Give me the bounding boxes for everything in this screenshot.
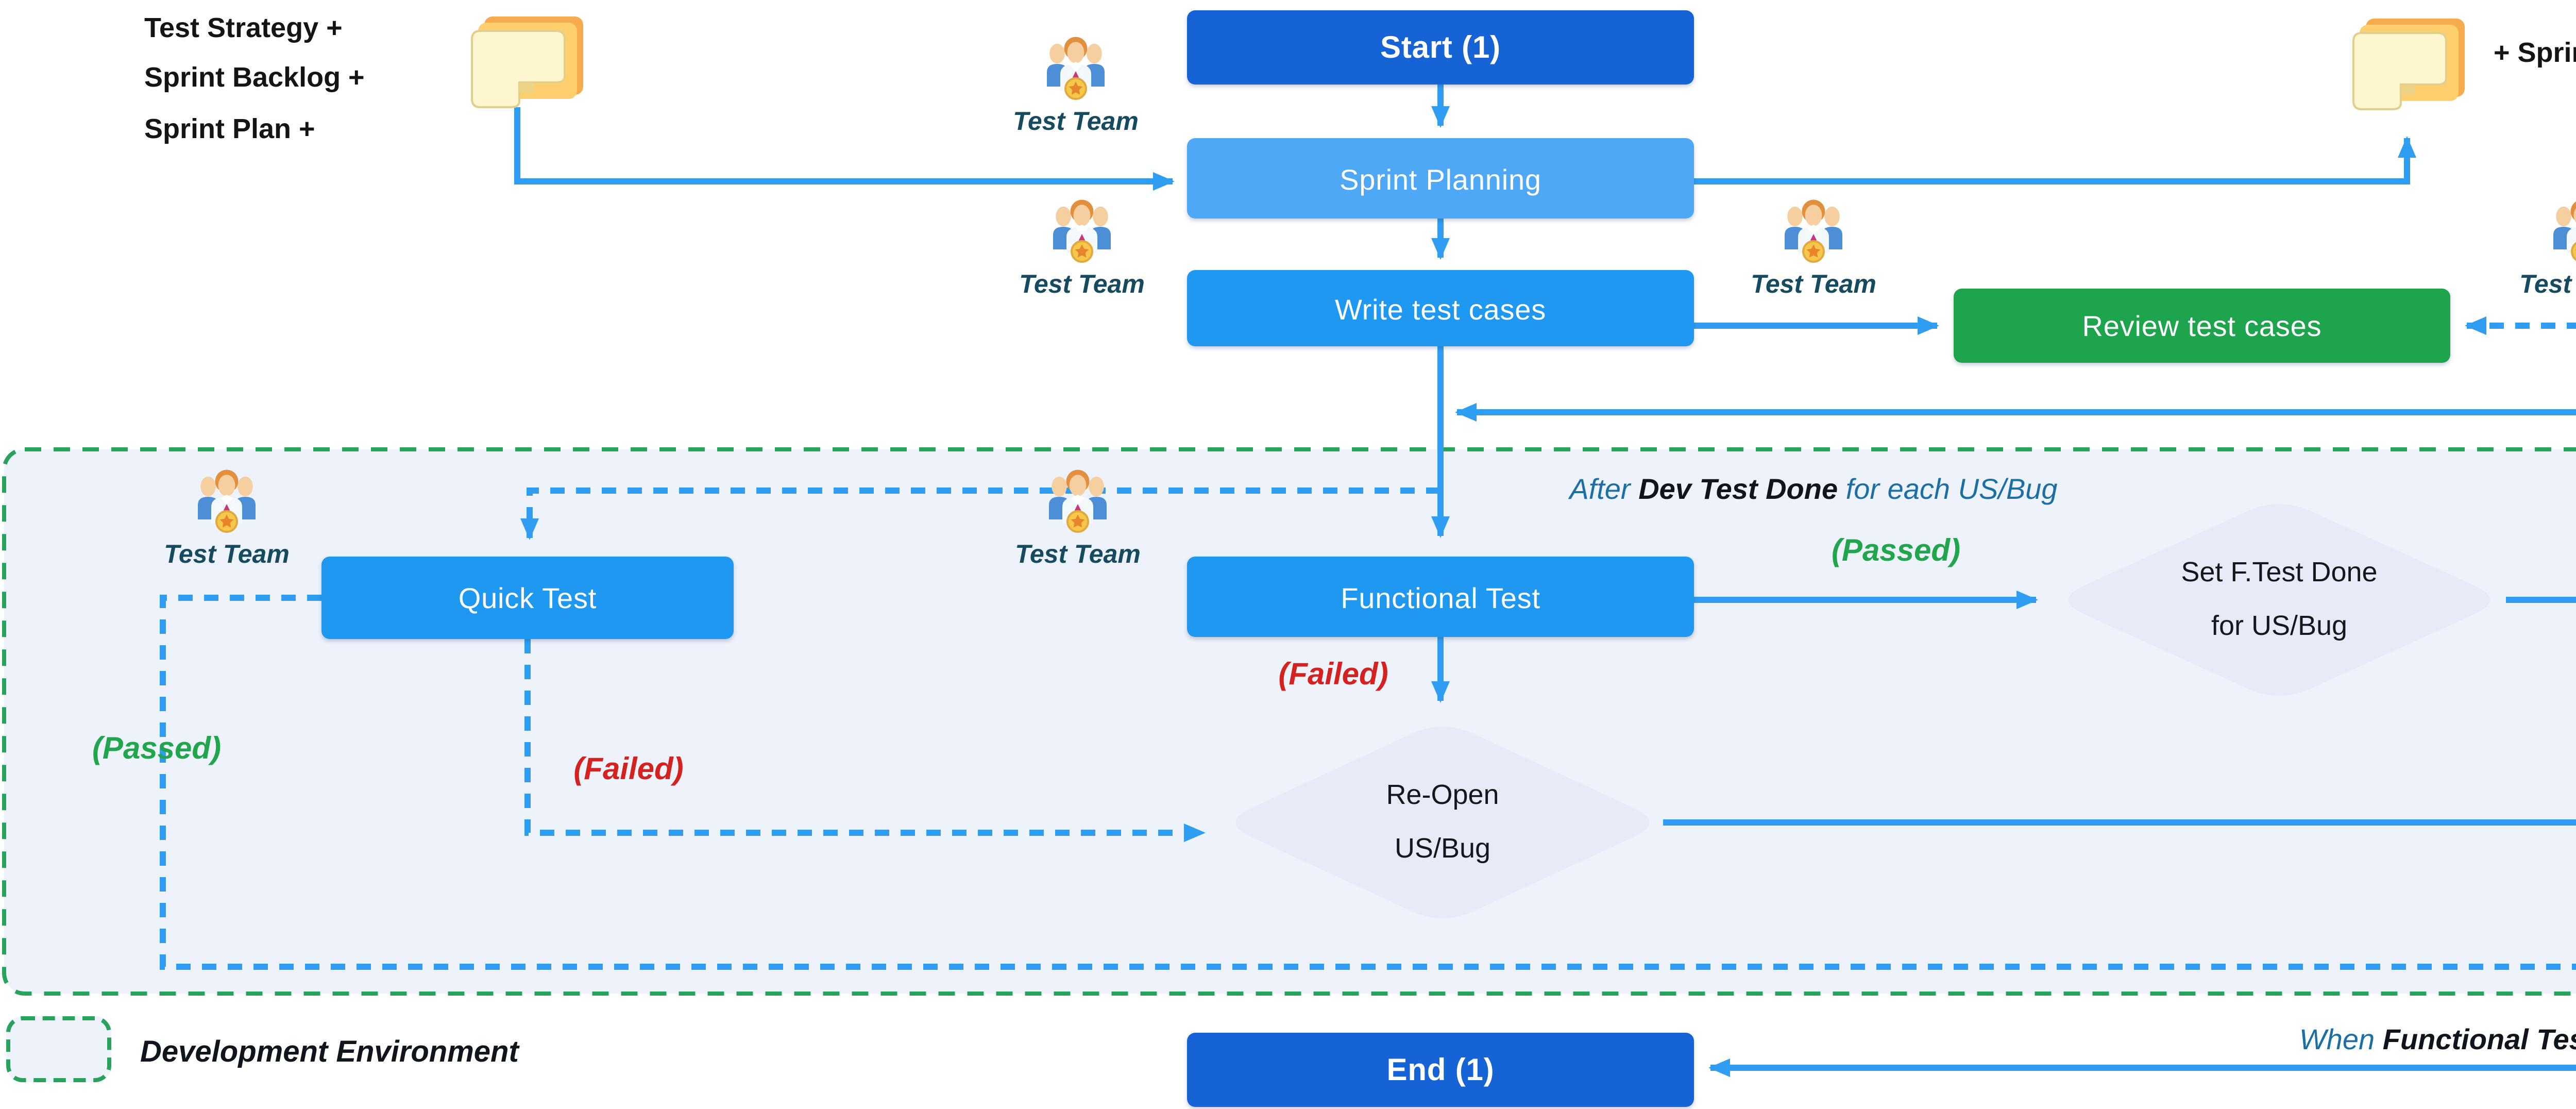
test-team-icon <box>1049 469 1107 533</box>
node-end-label: End (1) <box>1386 1052 1495 1087</box>
annotation-after-bold: Dev Test Done <box>1638 472 1838 505</box>
annotation-after-dev-test-done: After Dev Test Done for each US/Bug <box>1422 472 2205 505</box>
connector-gonext-to-end <box>1708 1058 2576 1077</box>
test-team-label: Test Team <box>1013 107 1139 136</box>
test-team-label: Test Team <box>1015 540 1141 569</box>
test-team-icon <box>1053 199 1111 263</box>
node-write-test-cases-label: Write test cases <box>1334 292 1547 325</box>
connector-quicktest-passed-dashed <box>160 595 2576 970</box>
connector-branch-to-quicktest-dashed <box>520 488 1440 540</box>
test-team-icon <box>1785 199 1842 263</box>
test-team-group: Test Team <box>969 196 1195 299</box>
node-reopen: Re-Open US/Bug <box>1216 769 1669 876</box>
connector-gonext-loop-to-functional <box>1455 403 2576 422</box>
test-team-label: Test Team <box>1751 270 1876 299</box>
development-environment-region <box>2 447 2576 996</box>
artifact-sprint-backlog: Sprint Backlog + <box>144 62 365 93</box>
node-set-ftest-done-line2: for US/Bug <box>2211 610 2348 641</box>
node-set-ftest-done-line1: Set F.Test Done <box>2181 557 2378 587</box>
node-end: End (1) <box>1187 1033 1694 1107</box>
node-reopen-line2: US/Bug <box>1394 833 1491 864</box>
node-reopen-line1: Re-Open <box>1386 779 1499 810</box>
test-team-group: Test Team <box>1700 196 1927 299</box>
node-functional-test: Functional Test <box>1187 557 1694 637</box>
connector-sprint-to-test-plan-note <box>1694 136 2416 184</box>
artifact-sprint-plan: Sprint Plan + <box>144 113 315 144</box>
node-quick-test-label: Quick Test <box>458 581 597 614</box>
node-functional-test-label: Functional Test <box>1341 580 1540 613</box>
sticky-note-icon <box>471 16 583 108</box>
verdict-passed-quicktest: (Passed) <box>92 732 222 767</box>
node-quick-test: Quick Test <box>321 557 734 639</box>
artifact-sprint-test-plan: + Sprint Test Plan <box>2494 37 2576 68</box>
test-team-icon <box>2553 201 2576 261</box>
artifact-test-strategy: Test Strategy + <box>144 12 343 43</box>
node-write-test-cases: Write test cases <box>1187 270 1694 346</box>
connector-quicktest-failed-to-reopen-dashed <box>524 639 1206 842</box>
test-team-icon <box>198 469 256 533</box>
connector-reopen-to-gonext <box>1663 819 2576 826</box>
node-sprint-planning-label: Sprint Planning <box>1340 162 1541 195</box>
annotation-when-functional-test-done: When Functional Test Done for all US/Bug <box>2189 1022 2576 1055</box>
test-team-icon <box>1047 37 1105 100</box>
node-review-test-cases-label: Review test cases <box>2082 309 2322 342</box>
sticky-note-icon <box>2352 19 2465 110</box>
node-start: Start (1) <box>1187 10 1694 85</box>
test-team-group: Test Team <box>962 33 1189 136</box>
verdict-failed-functional: (Failed) <box>1278 658 1388 693</box>
node-set-ftest-done: Set F.Test Done for US/Bug <box>2053 546 2506 653</box>
development-environment-legend-swatch <box>6 1016 111 1082</box>
annotation-when-pre: When <box>2299 1022 2383 1055</box>
annotation-after-post: for each US/Bug <box>1838 472 2058 505</box>
test-team-group: Test Team <box>2469 196 2576 299</box>
test-team-group: Test Team <box>113 466 340 569</box>
verdict-passed-functional: (Passed) <box>1831 534 1961 569</box>
decision-diamond <box>1235 727 1650 918</box>
node-start-label: Start (1) <box>1380 30 1501 65</box>
decision-diamonds <box>1235 504 2490 918</box>
test-team-label: Test Team <box>164 540 290 569</box>
verdict-failed-quicktest: (Failed) <box>573 752 684 787</box>
annotation-when-bold: Functional Test Done <box>2382 1022 2576 1055</box>
test-team-label: Test Team <box>1019 270 1145 299</box>
decision-diamond <box>2068 504 2490 696</box>
annotation-after-pre: After <box>1569 472 1639 505</box>
node-sprint-planning: Sprint Planning <box>1187 138 1694 219</box>
connector-note-to-sprint-planning <box>514 107 1175 191</box>
node-review-test-cases: Review test cases <box>1954 289 2450 363</box>
development-environment-legend-label: Development Environment <box>140 1037 519 1070</box>
test-team-label: Test Team <box>2519 270 2576 299</box>
test-team-group: Test Team <box>964 466 1191 569</box>
